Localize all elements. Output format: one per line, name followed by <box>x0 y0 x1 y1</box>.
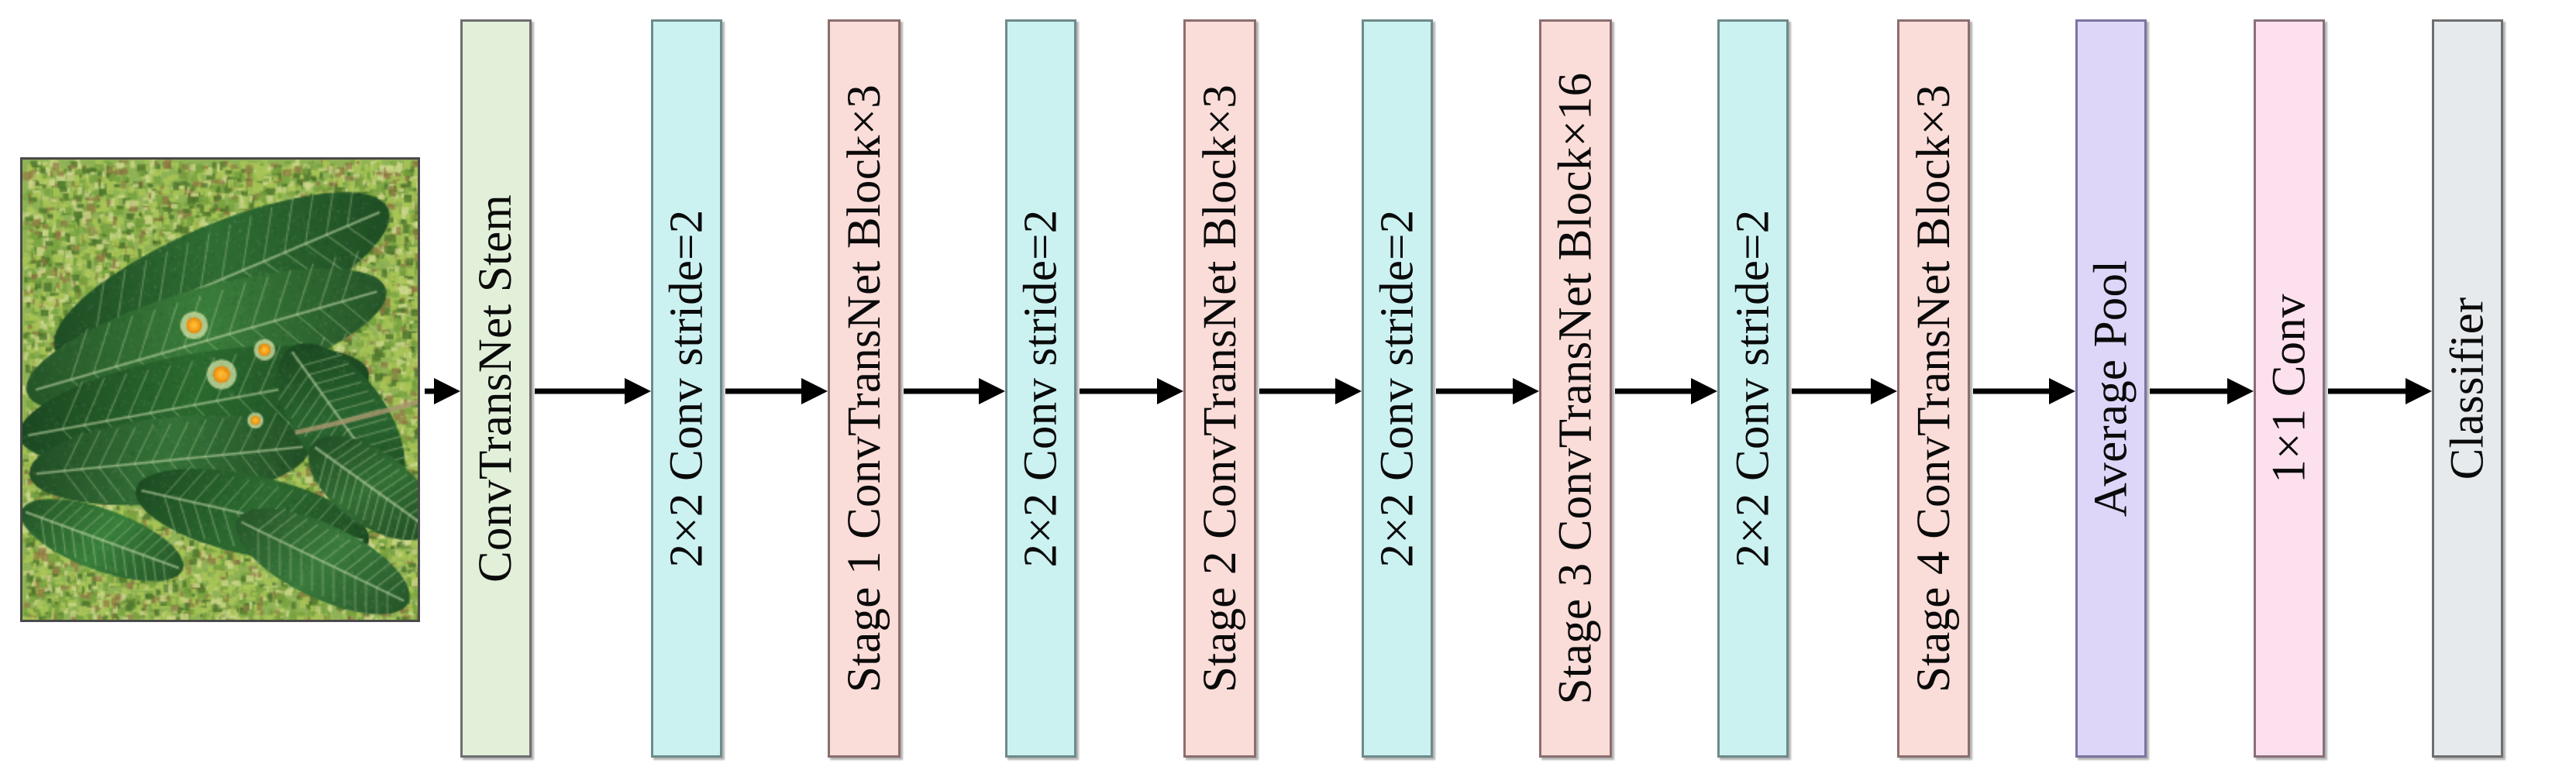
block-label-stem: ConvTransNet Stem <box>470 194 522 583</box>
block-label-down1: 2×2 Conv stride=2 <box>660 209 713 568</box>
flow-arrow-6 <box>1436 378 1539 404</box>
flow-arrow-0 <box>425 378 460 404</box>
flow-arrow-8 <box>1792 378 1897 404</box>
block-label-classifier: Classifier <box>2441 297 2494 480</box>
flow-arrow-9 <box>1973 378 2075 404</box>
flow-arrow-10 <box>2150 378 2254 404</box>
flow-arrow-11 <box>2328 378 2432 404</box>
block-label-stage1: Stage 1 ConvTransNet Block×3 <box>838 84 890 693</box>
block-down2[interactable]: 2×2 Conv stride=2 <box>1005 19 1076 758</box>
block-conv1x1[interactable]: 1×1 Conv <box>2254 19 2325 758</box>
flow-arrow-1 <box>535 378 651 404</box>
block-stage2[interactable]: Stage 2 ConvTransNet Block×3 <box>1183 19 1256 758</box>
block-down4[interactable]: 2×2 Conv stride=2 <box>1717 19 1789 758</box>
block-label-stage4: Stage 4 ConvTransNet Block×3 <box>1907 84 1960 693</box>
flow-arrow-7 <box>1615 378 1717 404</box>
flow-arrow-4 <box>1080 378 1183 404</box>
input-image-frame <box>20 157 420 622</box>
input-leaf-photo <box>22 160 418 620</box>
block-stage4[interactable]: Stage 4 ConvTransNet Block×3 <box>1897 19 1970 758</box>
block-label-down3: 2×2 Conv stride=2 <box>1371 209 1424 568</box>
flow-arrow-5 <box>1259 378 1362 404</box>
block-label-avgpool: Average Pool <box>2085 260 2137 517</box>
block-label-stage2: Stage 2 ConvTransNet Block×3 <box>1193 84 1246 693</box>
block-label-stage3: Stage 3 ConvTransNet Block×16 <box>1549 72 1602 705</box>
block-classifier[interactable]: Classifier <box>2432 19 2503 758</box>
block-avgpool[interactable]: Average Pool <box>2075 19 2147 758</box>
block-stage3[interactable]: Stage 3 ConvTransNet Block×16 <box>1539 19 1612 758</box>
block-stem[interactable]: ConvTransNet Stem <box>460 19 532 758</box>
block-stage1[interactable]: Stage 1 ConvTransNet Block×3 <box>828 19 901 758</box>
block-down1[interactable]: 2×2 Conv stride=2 <box>651 19 722 758</box>
block-label-down4: 2×2 Conv stride=2 <box>1727 209 1779 568</box>
flow-arrow-3 <box>904 378 1005 404</box>
block-down3[interactable]: 2×2 Conv stride=2 <box>1362 19 1433 758</box>
block-label-down2: 2×2 Conv stride=2 <box>1014 209 1067 568</box>
flow-arrow-2 <box>725 378 828 404</box>
block-label-conv1x1: 1×1 Conv <box>2263 294 2316 483</box>
